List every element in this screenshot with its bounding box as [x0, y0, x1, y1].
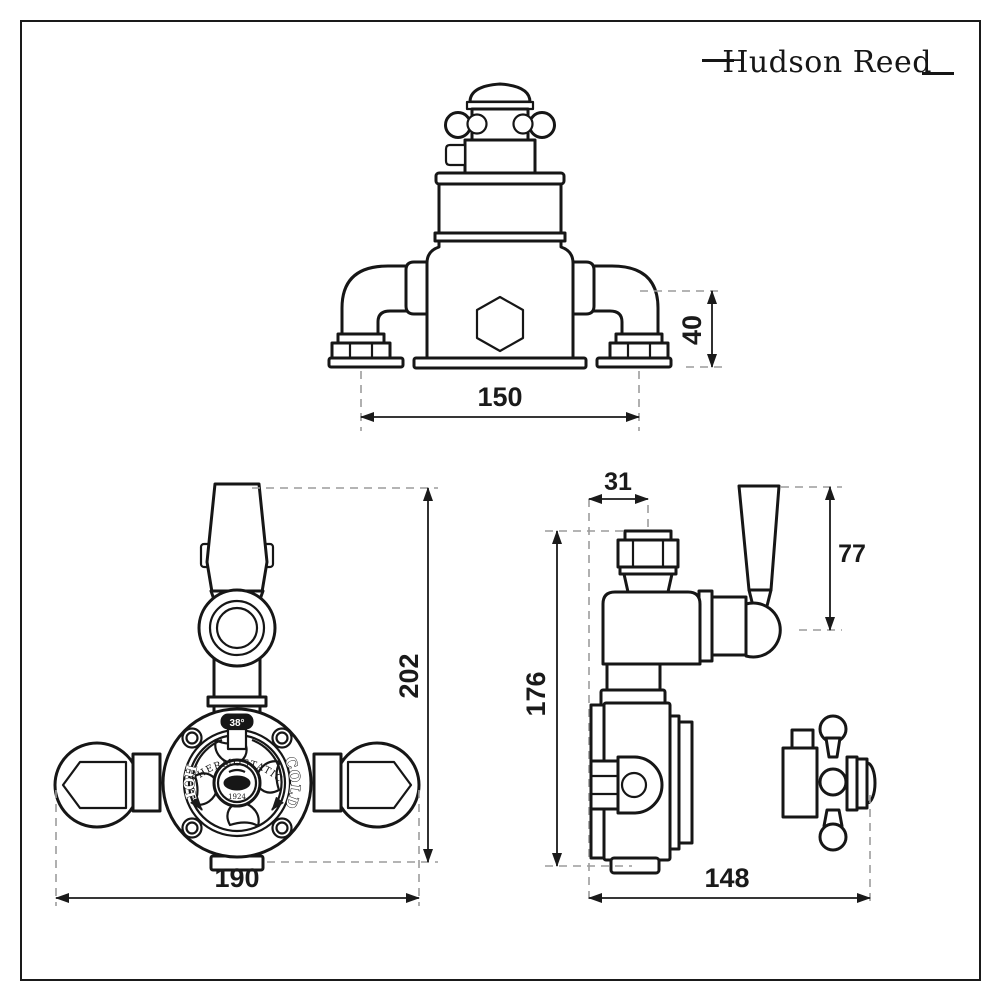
dim-width-190: 190 [55, 790, 420, 906]
collar-ring [197, 588, 277, 668]
top-outlet [616, 529, 680, 594]
hex-union [475, 295, 525, 353]
turn-arrow-left [190, 738, 223, 811]
dim-height-176: 176 [521, 530, 632, 867]
bonnet-dome [865, 761, 877, 805]
dimension-text: 202 [394, 653, 424, 698]
dimension-text: 40 [677, 315, 707, 345]
hub-badge [223, 775, 251, 791]
bell-nut-right [346, 760, 413, 810]
dimension-text: 150 [477, 382, 522, 412]
arm-right [312, 752, 343, 813]
front-lever [199, 482, 275, 607]
thermostatic-dial: 1924 38° HOT COLD THERMOSTATIC [161, 707, 313, 859]
upper-housing [601, 590, 702, 666]
logo-strike-left [702, 58, 735, 62]
dimension-text: 31 [604, 468, 632, 496]
flow-stem [781, 746, 819, 819]
dimension-text: 190 [214, 863, 259, 893]
dim-height-202: 202 [252, 487, 438, 863]
lever-ball [744, 601, 782, 659]
dim-inlet-centres-150: 150 [360, 371, 640, 431]
temp-label-capsule [220, 713, 254, 730]
inlet-nut-side [589, 759, 620, 811]
top-view-handle [444, 82, 556, 175]
hot-label: HOT [180, 763, 199, 803]
side-view: 31 77 176 148 [521, 468, 877, 903]
turn-arrow-right [251, 738, 284, 811]
bell-nut-left [61, 760, 128, 810]
dimension-text: 148 [704, 863, 749, 893]
arm-left [131, 752, 162, 813]
cross-lobe-bottom [818, 822, 848, 852]
outlet-nut [616, 538, 680, 569]
wall-plate-left [327, 356, 405, 369]
dial-tab [226, 727, 248, 751]
dim-lever-77: 77 [781, 486, 866, 631]
dim-outlet-centre-31: 31 [588, 468, 649, 528]
year-badge: 1924 [228, 793, 246, 801]
cross-hub [818, 767, 848, 797]
front-view: 1924 38° HOT COLD THERMOSTATIC 2 [53, 482, 438, 906]
dim-projection-40: 40 [640, 290, 722, 368]
sheet-border [20, 20, 981, 981]
dial-screws [181, 727, 293, 839]
logo-text: Hudson Reed [722, 44, 932, 80]
dimension-text: 176 [521, 671, 551, 716]
side-inlet [589, 755, 664, 815]
wall-bells [53, 741, 421, 829]
dimension-text: 77 [838, 540, 866, 568]
dial-hub: 1924 [212, 758, 262, 808]
top-view: 150 40 [327, 82, 722, 431]
lever-blade-side [737, 484, 781, 592]
base-plate [412, 356, 588, 370]
side-lever [697, 484, 782, 663]
brand-logo: Hudson Reed [702, 40, 954, 84]
logo-strike-right [922, 71, 954, 75]
temp-stop-button [444, 143, 467, 167]
bottom-stub [609, 856, 661, 875]
lever-blade [205, 482, 269, 594]
inlet-nut-right [608, 341, 670, 360]
dim-depth-148: 148 [588, 795, 871, 903]
inlet-nut-left [330, 341, 392, 360]
wall-plate-right [595, 356, 673, 369]
top-view-body [412, 171, 588, 370]
temp-38-label: 38° [229, 718, 244, 729]
flow-handle [781, 714, 877, 852]
